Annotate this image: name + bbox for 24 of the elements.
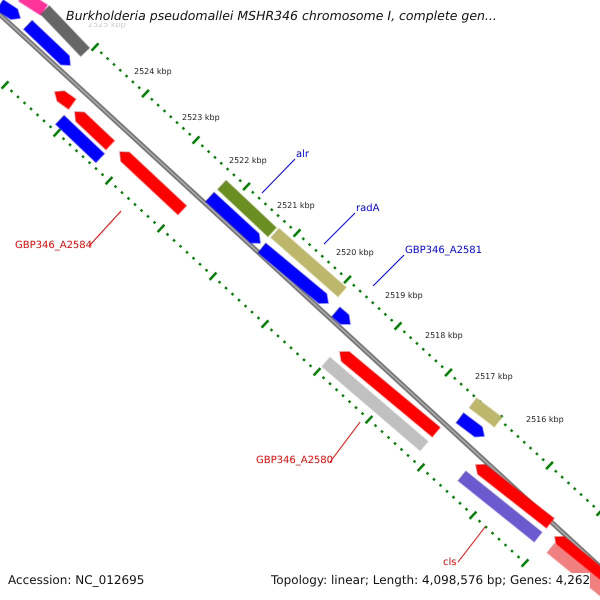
leader-line: [88, 210, 122, 246]
footer-text: Topology: linear; Length: 4,098,576 bp; Genes: 4,262: [271, 573, 590, 588]
scale-label: 2516 kbp: [526, 415, 564, 425]
gene-label: radA: [356, 203, 380, 215]
leader-line: [324, 212, 356, 244]
scale-label: 2517 kbp: [475, 372, 513, 382]
gene-label: GBP346_A2584: [15, 240, 92, 252]
scale-label: 2520 kbp: [336, 248, 374, 258]
gene-label: GBP346_A2580: [256, 455, 334, 467]
leader-line: [372, 254, 404, 286]
gene-label: alr: [296, 149, 310, 161]
scale-label: 2518 kbp: [425, 331, 463, 341]
leader-line: [458, 526, 486, 562]
scale-label: 2521 kbp: [277, 201, 315, 211]
scale-label: 2523 kbp: [182, 113, 220, 123]
scale-label: 2519 kbp: [385, 291, 423, 301]
leader-line: [330, 422, 360, 462]
gene-label: GBP346_A2581: [405, 245, 482, 257]
footer-text: Accession: NC_012695: [8, 573, 144, 588]
gene-label: cls: [443, 557, 456, 569]
leader-line: [262, 158, 296, 194]
map-title: Burkholderia pseudomallei MSHR346 chromosome I, complete gen...: [66, 8, 497, 23]
scale-label: 2524 kbp: [134, 67, 172, 77]
scale-label: 2522 kbp: [229, 156, 267, 166]
